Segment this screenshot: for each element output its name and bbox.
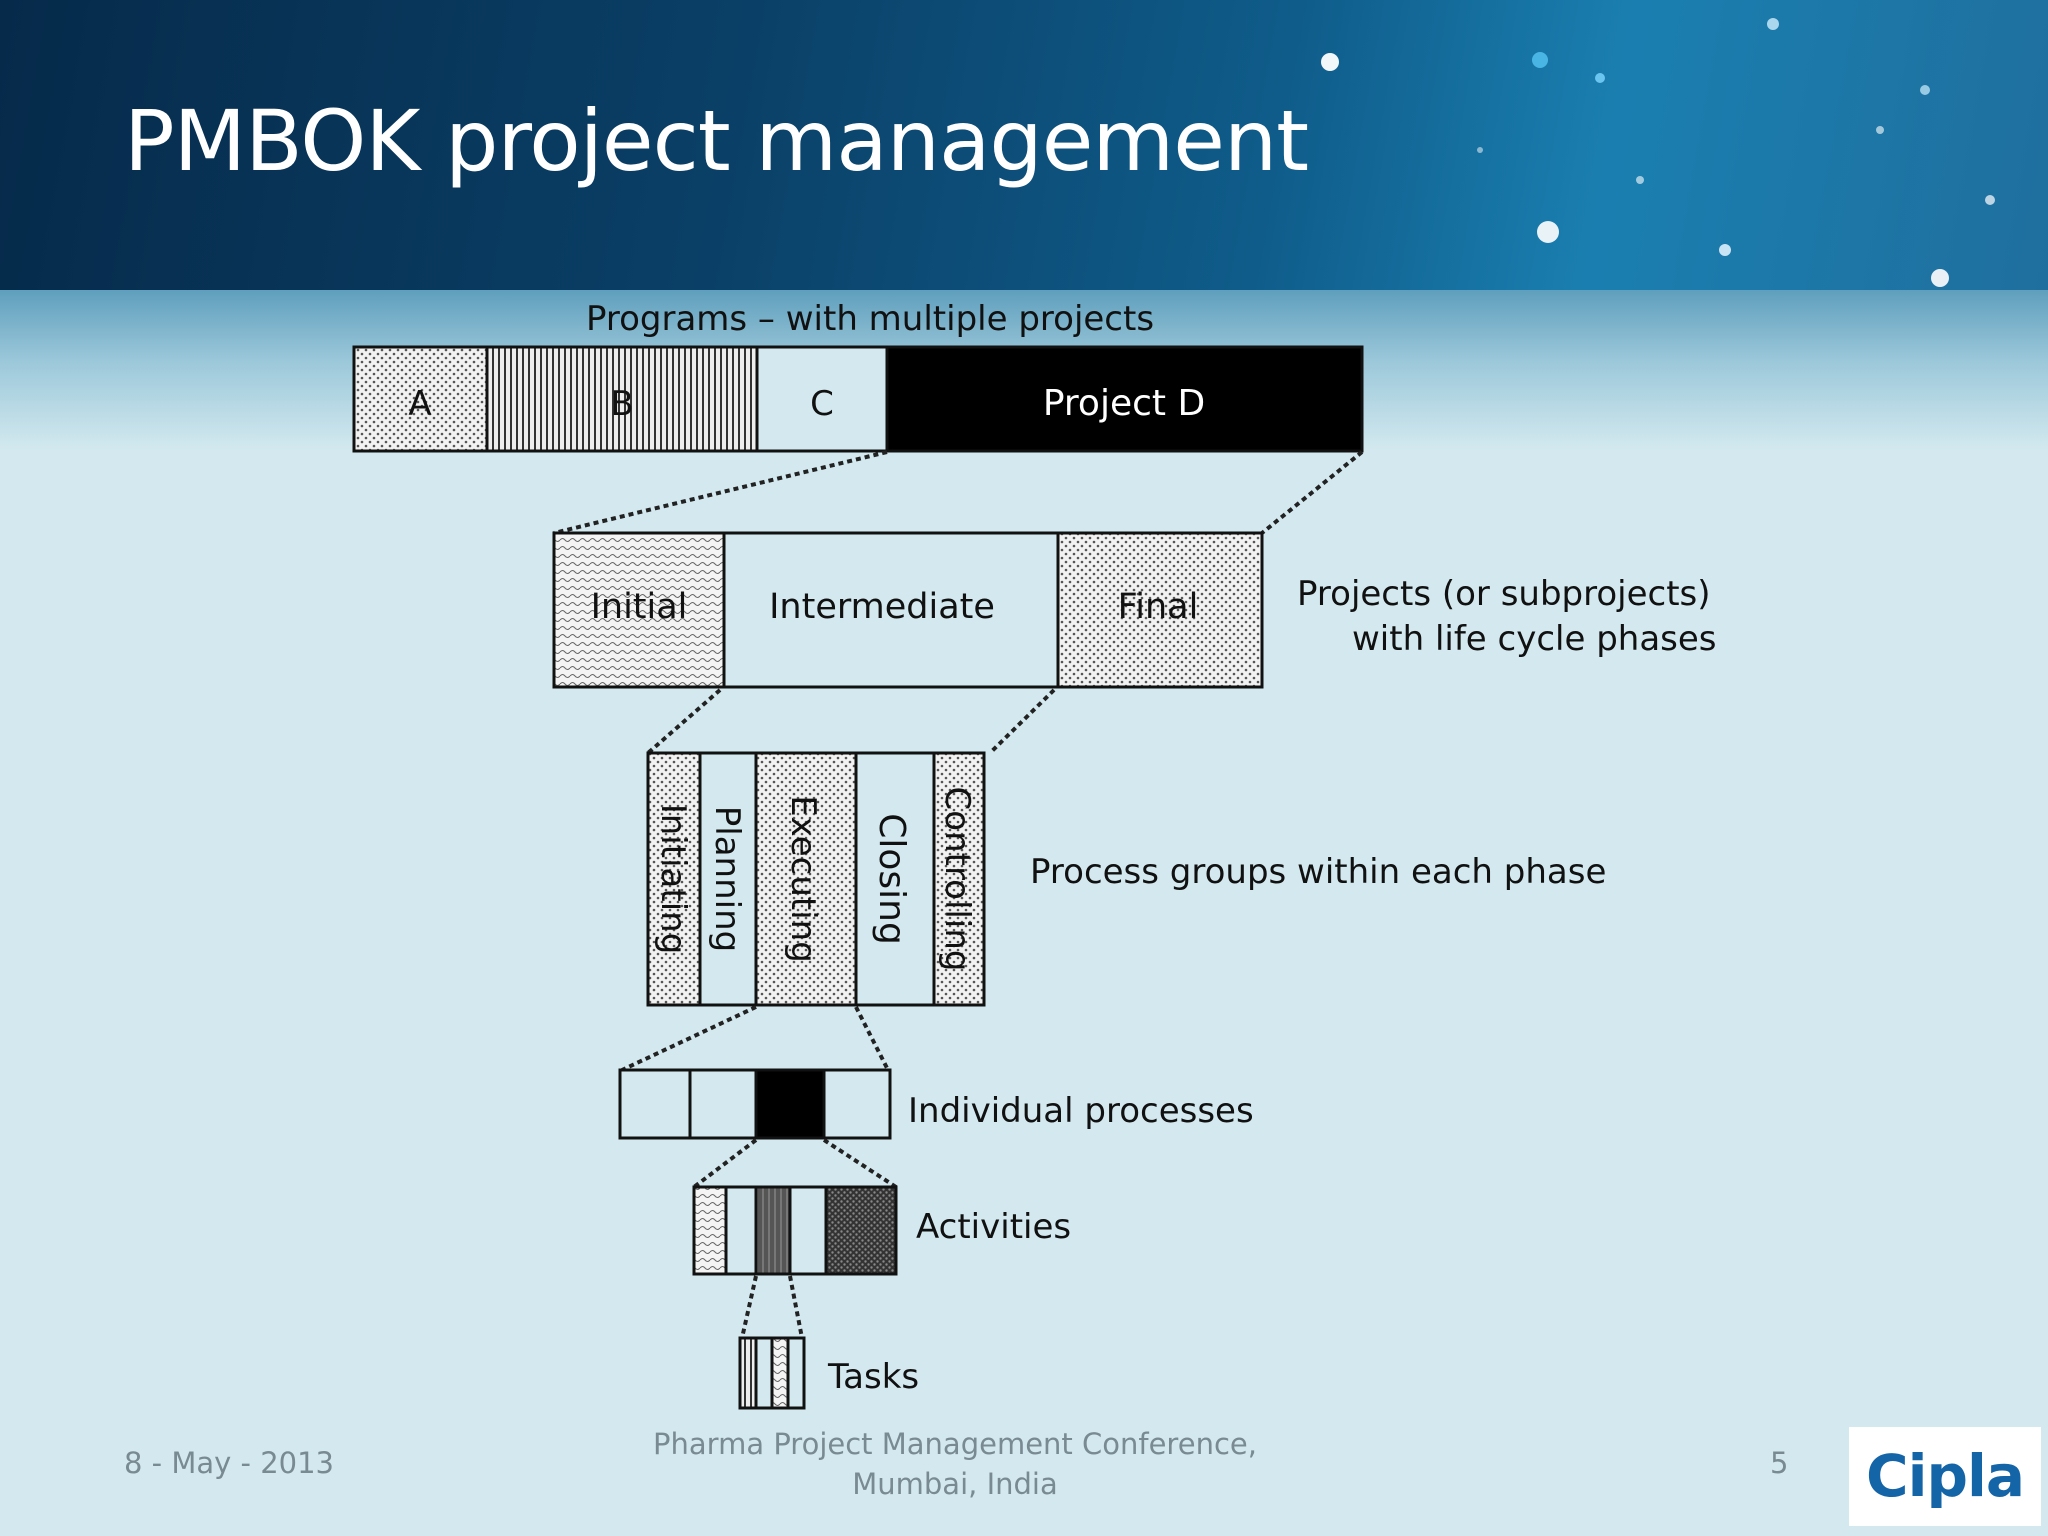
connector-ip-right bbox=[822, 1138, 898, 1189]
phase-intermediate bbox=[722, 531, 1060, 689]
cipla-logo-text: Cipla bbox=[1866, 1442, 2025, 1510]
program-block-project-d-label: Project D bbox=[1043, 383, 1205, 424]
footer-date: 8 - May - 2013 bbox=[124, 1446, 335, 1480]
process-group-planning-label: Planning bbox=[707, 806, 747, 952]
program-block-project-d bbox=[885, 345, 1364, 453]
connector-phase-right bbox=[988, 688, 1056, 755]
phases-caption-line1: Projects (or subprojects) bbox=[1297, 574, 1711, 614]
task-1 bbox=[738, 1336, 758, 1410]
phase-intermediate-label: Intermediate bbox=[769, 587, 995, 627]
process-group-controlling bbox=[932, 751, 986, 1007]
activity-2 bbox=[724, 1185, 758, 1276]
phase-initial-label: Initial bbox=[591, 587, 688, 627]
activities-bar bbox=[692, 1185, 898, 1276]
activity-3 bbox=[754, 1185, 792, 1276]
activity-4 bbox=[788, 1185, 828, 1276]
task-2 bbox=[754, 1336, 774, 1410]
process-group-initiating-label: Initiating bbox=[653, 804, 693, 955]
individual-process-1 bbox=[618, 1068, 692, 1140]
individual-processes-bar bbox=[618, 1068, 892, 1140]
slide-title: PMBOK project management bbox=[124, 92, 1309, 190]
footer-conference-line2: Mumbai, India bbox=[852, 1467, 1058, 1501]
footer-page-number: 5 bbox=[1770, 1446, 1789, 1480]
connector-act-right bbox=[788, 1275, 804, 1339]
individual-processes-label: Individual processes bbox=[908, 1091, 1254, 1131]
connector-pg-right bbox=[854, 1006, 890, 1071]
process-group-closing-label: Closing bbox=[871, 813, 912, 945]
process-group-executing bbox=[754, 751, 858, 1007]
task-3 bbox=[770, 1336, 790, 1410]
process-group-executing-label: Executing bbox=[783, 795, 823, 963]
program-block-b-label: B bbox=[610, 384, 633, 424]
cipla-logo: Cipla bbox=[1849, 1427, 2041, 1526]
phase-final-label: Final bbox=[1118, 587, 1199, 627]
program-block-a-label: A bbox=[408, 384, 431, 424]
star-field-decoration bbox=[1321, 18, 1995, 287]
tasks-bar bbox=[738, 1336, 806, 1410]
footer-conference-line1: Pharma Project Management Conference, bbox=[653, 1427, 1257, 1461]
activity-1 bbox=[692, 1185, 728, 1276]
process-group-initiating bbox=[646, 751, 702, 1007]
process-group-planning bbox=[698, 751, 758, 1007]
connector-act-left bbox=[740, 1275, 758, 1339]
programs-label: Programs – with multiple projects bbox=[586, 299, 1154, 339]
individual-process-2 bbox=[688, 1068, 758, 1140]
process-groups-bar: Initiating Planning Executing Closing Co… bbox=[646, 751, 986, 1007]
individual-process-4 bbox=[822, 1068, 892, 1140]
connector-d-left bbox=[553, 450, 888, 535]
connector-d-right bbox=[1260, 450, 1364, 535]
footer-conference: Pharma Project Management Conference, Mu… bbox=[630, 1424, 1280, 1504]
connector-phase-left bbox=[646, 688, 722, 755]
program-block-b bbox=[485, 345, 759, 453]
individual-process-3 bbox=[754, 1068, 826, 1140]
activity-5 bbox=[824, 1185, 898, 1276]
programs-bar: A B C Project D bbox=[352, 345, 1364, 453]
phase-initial bbox=[552, 531, 726, 689]
phases-caption-line2: with life cycle phases bbox=[1352, 619, 1717, 659]
connector-pg-left bbox=[621, 1005, 757, 1072]
tasks-label: Tasks bbox=[827, 1357, 919, 1397]
phases-bar: Initial Intermediate Final bbox=[552, 531, 1264, 689]
task-4 bbox=[786, 1336, 806, 1410]
connector-ip-left bbox=[692, 1138, 758, 1189]
process-groups-caption: Process groups within each phase bbox=[1030, 852, 1606, 892]
phase-final bbox=[1056, 531, 1264, 689]
process-group-closing bbox=[854, 751, 936, 1007]
activities-label: Activities bbox=[916, 1207, 1071, 1247]
header-banner bbox=[0, 0, 2048, 290]
program-block-c bbox=[755, 345, 889, 453]
pmbok-hierarchy-diagram: Programs – with multiple projects A B C … bbox=[352, 299, 1717, 1410]
process-group-controlling-label: Controlling bbox=[937, 787, 977, 972]
program-block-c-label: C bbox=[810, 384, 834, 424]
